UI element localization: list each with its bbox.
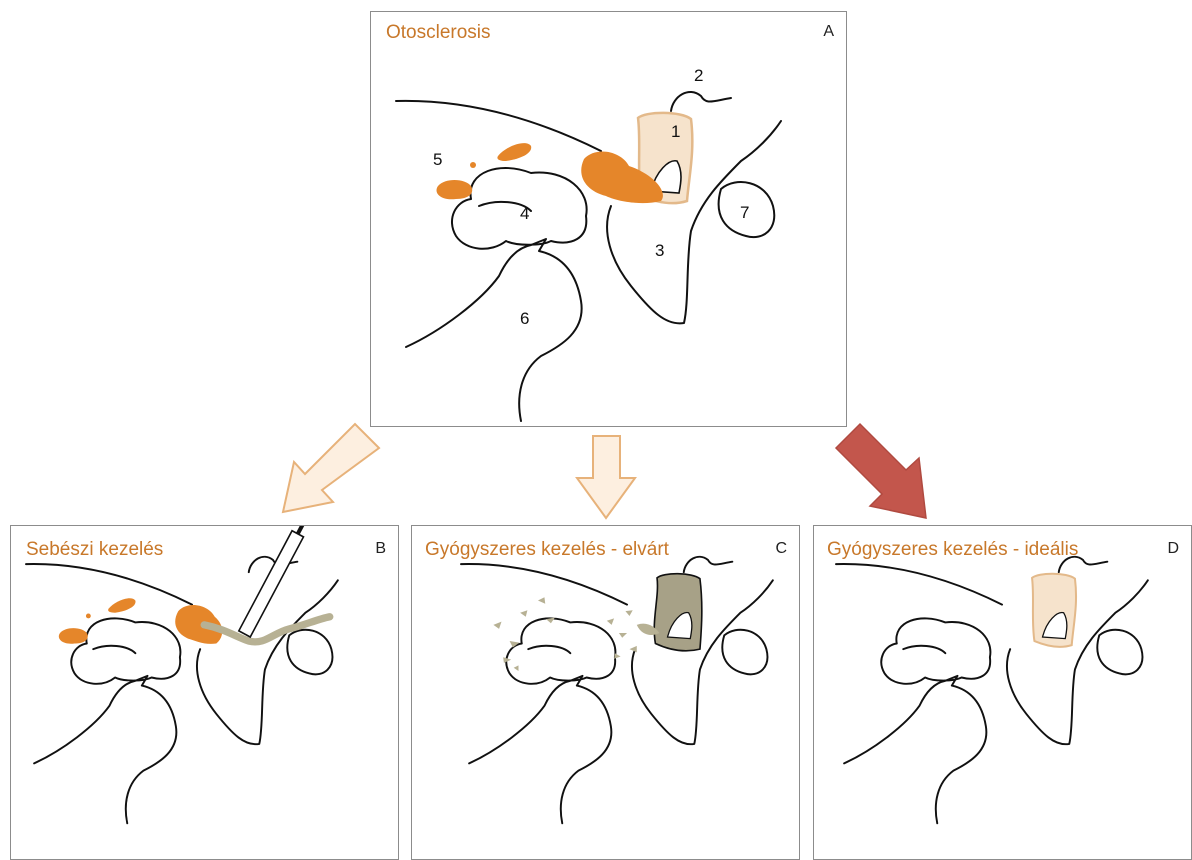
ossicle-outline — [607, 121, 781, 323]
otosclerosis-focus — [470, 162, 476, 168]
panel-letter: D — [1167, 540, 1179, 558]
arrow-to-expected — [577, 436, 635, 518]
treated-stapes — [654, 574, 702, 651]
ear-anatomy-d — [814, 526, 1192, 860]
ear-anatomy-c — [412, 526, 800, 860]
label-7: 7 — [740, 203, 749, 222]
panel-b-surgical: Sebészi kezelés B — [10, 525, 399, 860]
arrow-to-ideal — [836, 424, 926, 518]
otosclerosis-focus — [497, 143, 531, 161]
arrow-to-surgical — [283, 424, 379, 512]
ear-anatomy-b — [11, 526, 399, 860]
nerve-outline — [406, 239, 582, 421]
label-2: 2 — [694, 66, 703, 85]
tympanic-curve — [396, 101, 601, 151]
otosclerosis-focus — [437, 180, 473, 199]
panel-a-otosclerosis: 1 2 3 4 5 6 7 Otosclerosis A — [370, 11, 847, 427]
panel-letter: C — [775, 540, 787, 558]
otosclerosis-focus — [108, 598, 135, 612]
panel-letter: B — [375, 540, 386, 558]
panel-title: Sebészi kezelés — [26, 539, 163, 561]
panel-title: Otosclerosis — [386, 22, 491, 44]
otosclerosis-focus — [59, 628, 88, 644]
label-3: 3 — [655, 241, 664, 260]
panel-title: Gyógyszeres kezelés - ideális — [827, 539, 1078, 561]
label-6: 6 — [520, 309, 529, 328]
label-5: 5 — [433, 150, 442, 169]
panel-d-ideal: Gyógyszeres kezelés - ideális D — [813, 525, 1192, 860]
panel-title: Gyógyszeres kezelés - elvárt — [425, 539, 669, 561]
roof-outline — [671, 92, 731, 111]
panel-letter: A — [823, 23, 834, 41]
ear-anatomy-a: 1 2 3 4 5 6 7 — [371, 12, 847, 427]
panel-c-expected: Gyógyszeres kezelés - elvárt C — [411, 525, 800, 860]
label-4: 4 — [520, 204, 529, 223]
label-1: 1 — [671, 122, 680, 141]
